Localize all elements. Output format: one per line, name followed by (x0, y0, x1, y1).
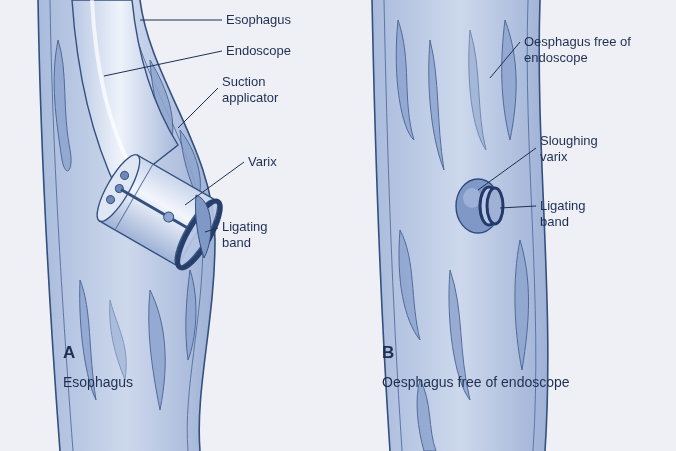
varix-a (195, 195, 210, 258)
panel-letter: B (382, 345, 422, 361)
callout-label: Ligating band (222, 219, 284, 251)
callout-label: Suction applicator (222, 74, 298, 106)
suction-applicator (90, 150, 228, 273)
callout-label: Esophagus (226, 12, 366, 28)
callout-label: Varix (248, 154, 348, 170)
sloughing-varix (456, 179, 503, 233)
panel-caption: Oesphagus free of endoscope (382, 374, 672, 390)
callout-label: Sloughing varix (540, 133, 610, 165)
panel-caption: Esophagus (63, 374, 313, 390)
panel-letter: A (63, 345, 103, 361)
leader-lines (104, 20, 536, 232)
callout-label: Oesphagus free of endoscope (524, 34, 636, 66)
callout-label: Ligating band (540, 198, 602, 230)
callout-label: Endoscope (226, 43, 366, 59)
